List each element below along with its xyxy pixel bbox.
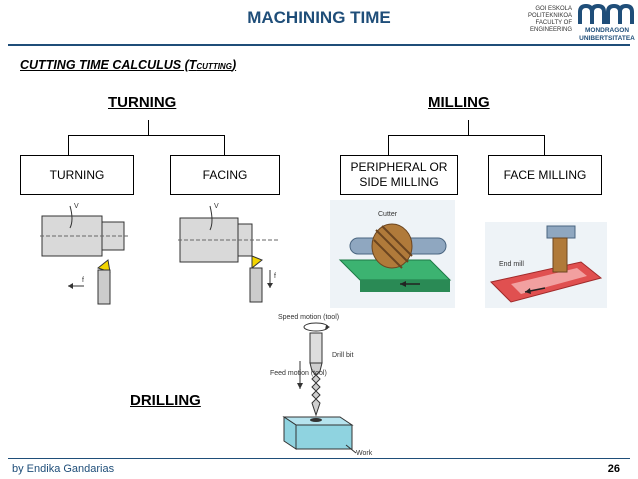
logo-name-line: MONDRAGON — [584, 27, 630, 34]
end-mill-label: End mill — [499, 261, 524, 268]
facing-box: FACING — [170, 155, 280, 195]
drilling-heading: DRILLING — [130, 392, 201, 409]
tree-line — [224, 135, 225, 155]
section-subtitle: CUTTING TIME CALCULUS (TCUTTING) — [20, 58, 236, 72]
page-number: 26 — [607, 463, 620, 475]
tree-line — [544, 135, 545, 155]
subtitle-text: CUTTING TIME CALCULUS ( — [20, 58, 189, 72]
tree-line — [388, 135, 545, 136]
peripheral-milling-box: PERIPHERAL OR SIDE MILLING — [340, 155, 458, 195]
logo-name: MONDRAGON UNIBERTSITATEA — [576, 27, 638, 43]
subtitle-subscript: CUTTING — [196, 62, 232, 71]
logo-name-line: UNIBERTSITATEA — [579, 35, 635, 42]
subtitle-close: ) — [231, 58, 237, 72]
feed-motion-label: Feed motion (tool) — [270, 370, 327, 377]
peripheral-milling-diagram-icon: Cutter — [330, 200, 455, 308]
cutter-label: Cutter — [378, 211, 398, 218]
facing-diagram-icon: V f — [178, 203, 280, 303]
speed-motion-label: Speed motion (tool) — [278, 314, 339, 321]
tree-line — [68, 135, 69, 155]
page-title: MACHINING TIME — [247, 8, 391, 27]
logo-line: FACULTY OF — [535, 20, 572, 26]
face-milling-box: FACE MILLING — [488, 155, 602, 195]
footer-divider — [8, 458, 630, 459]
logo-line: GOI ESKOLA — [535, 6, 572, 12]
logo-text: GOI ESKOLA POLITEKNIKOA FACULTY OF ENGIN… — [512, 6, 572, 34]
drill-bit-label: Drill bit — [332, 352, 353, 359]
logo-line: POLITEKNIKOA — [527, 13, 572, 19]
milling-heading: MILLING — [428, 94, 490, 111]
tree-line — [388, 135, 389, 155]
tree-line — [68, 135, 225, 136]
tree-line — [468, 120, 469, 136]
turning-diagram-icon: V f — [40, 203, 130, 305]
header-divider — [8, 44, 630, 46]
logo-line: ENGINEERING — [529, 27, 572, 33]
face-milling-diagram-icon: End mill — [485, 222, 607, 308]
turning-velocity-label: V — [74, 203, 79, 210]
turning-feed-label: f — [82, 277, 84, 284]
subtitle-symbol: T — [188, 58, 197, 72]
work-label: Work — [356, 450, 373, 457]
university-logo-icon — [578, 4, 634, 24]
facing-feed-label: f — [274, 273, 276, 280]
turning-heading: TURNING — [108, 94, 177, 111]
facing-velocity-label: V — [214, 203, 219, 210]
tree-line — [148, 120, 149, 136]
turning-box: TURNING — [20, 155, 134, 195]
footer-author: by Endika Gandarias — [12, 463, 115, 475]
drilling-diagram-icon: Speed motion (tool) Drill bit Feed motio… — [270, 314, 373, 457]
